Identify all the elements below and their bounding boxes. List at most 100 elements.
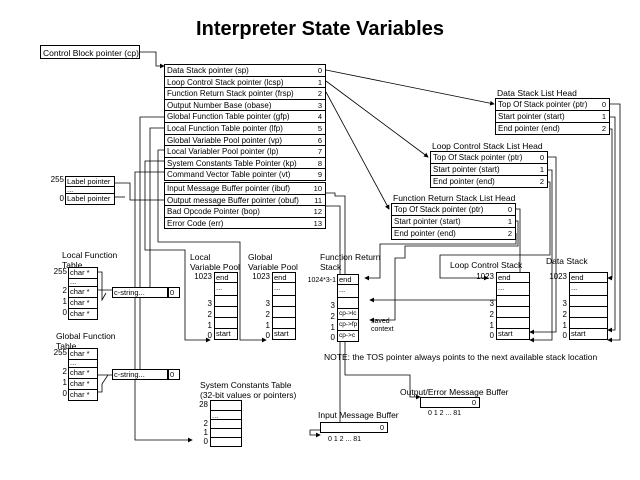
control-block-label: System Constants Table Pointer (kp) [167, 158, 297, 168]
control-block-label: Error Code (err) [167, 218, 224, 228]
data_stack-index: 2 [562, 310, 567, 319]
data_stack-index: 1023 [549, 272, 567, 281]
control-block-index: 5 [317, 124, 322, 133]
input-buffer-title: Input Message Buffer [318, 410, 399, 420]
func_stack_head-index: 0 [507, 205, 512, 214]
global_function_table-index: 255 [53, 348, 67, 357]
loop_stack_head-row: End pointer (end) 2 [430, 175, 548, 188]
data_stack-bottom: start [569, 328, 608, 340]
control-block-label: Input Message Buffer pointer (ibuf) [167, 184, 291, 193]
loop_stack_head-index: 2 [539, 177, 544, 186]
global_function_table-index: 1 [62, 378, 67, 387]
system_constants-cell [210, 437, 242, 447]
control-block-index: 9 [317, 170, 322, 180]
function_return_stack-top-index: 1024*3-1 [307, 277, 336, 284]
loop-stack-head-title: Loop Control Stack List Head [432, 141, 543, 151]
loop_stack_head-label: Top Of Stack pointer (ptr) [433, 153, 523, 162]
control-block-label: Command Vector Table pointer (vt) [167, 170, 291, 180]
loop_control_stack-bottom: start [496, 328, 530, 340]
data_stack_head-row: End pointer (end)2 [495, 122, 610, 135]
global-function-table-title: Global Function Table [56, 331, 116, 351]
control-block-label: Global Variable Pool pointer (vp) [167, 135, 283, 145]
global_variable_pool-index: 0 [265, 331, 270, 340]
data-stack-title: Data Stack [546, 256, 588, 266]
control-block-pointer: Control Block pointer (cp) [40, 45, 140, 59]
tos-note: NOTE: the TOS pointer always points to t… [324, 352, 598, 362]
control-block-index: 6 [317, 135, 322, 145]
control-block-label: Global Function Table pointer (gfp) [167, 112, 290, 122]
loop_stack_head-index: 0 [539, 153, 544, 162]
local-variable-pool-title: Local Variable Pool [190, 252, 240, 272]
control-block-index: 2 [317, 89, 322, 99]
control-block-index: 4 [317, 112, 322, 122]
label-table-bottom: Label pointer [65, 193, 115, 205]
control-block-label: Local Function Table pointer (lfp) [167, 124, 283, 133]
global_variable_pool-index: 1 [265, 321, 270, 330]
func_stack_head-row: End pointer (end)2 [391, 227, 516, 240]
function_return_stack-index: 2 [330, 312, 335, 321]
func_stack_head-label: End pointer (end) [394, 229, 456, 238]
local-cstring: c-string... [112, 287, 168, 298]
func_stack_head-index: 1 [507, 217, 512, 226]
control-block-index: 1 [317, 77, 322, 87]
data_stack-dots: ... [569, 282, 608, 296]
output-buffer-indices: 0 1 2 ... 81 [428, 410, 462, 417]
data_stack_head-label: Start pointer (start) [498, 112, 565, 121]
local_variable_pool-index: 1023 [194, 272, 212, 281]
local-function-table-title: Local Function Table [62, 250, 118, 270]
local_function_table-index: 255 [53, 267, 67, 276]
local_variable_pool-index: 0 [207, 331, 212, 340]
loop_stack_head-label: End pointer (end) [433, 177, 495, 186]
loop_control_stack-index: 2 [489, 310, 494, 319]
system_constants-index: 0 [203, 437, 208, 446]
data-stack-head-title: Data Stack List Head [497, 88, 577, 98]
function_return_stack-context-cell: cp->c [337, 330, 359, 342]
loop-control-stack-title: Loop Control Stack [450, 260, 523, 270]
global_function_table-index: 2 [62, 367, 67, 376]
control-block-label: Local Variabler Pool pointer (lp) [167, 147, 279, 157]
global_variable_pool-index: 1023 [252, 272, 270, 281]
local_function_table-index: 1 [62, 297, 67, 306]
control-block-label: Output Number Base (obase) [167, 100, 272, 110]
control-block-label: Output message Buffer pointer (obuf) [167, 195, 299, 205]
function_return_stack-dots: ... [337, 284, 359, 298]
function_return_stack-index: 0 [330, 333, 335, 342]
loop_control_stack-index: 3 [489, 299, 494, 308]
system-constants-title: System Constants Table (32-bit values or… [200, 380, 297, 400]
control-block-index: 12 [313, 207, 322, 217]
data_stack_head-index: 1 [601, 112, 606, 121]
global-variable-pool-title: Global Variable Pool [248, 252, 298, 272]
global_function_table-entry: char * [68, 389, 98, 401]
function_return_stack-index: 3 [330, 301, 335, 310]
control-block-label: Function Return Stack pointer (frsp) [167, 89, 294, 99]
global_function_table-index: 0 [62, 389, 67, 398]
control-block-index: 13 [313, 218, 322, 228]
input-buffer: 0 [320, 422, 388, 433]
loop_control_stack-index: 0 [489, 331, 494, 340]
data_stack-index: 0 [562, 331, 567, 340]
global-cstring: c-string... [112, 369, 168, 380]
page-title: Interpreter State Variables [196, 18, 444, 40]
func_stack_head-label: Start pointer (start) [394, 217, 461, 226]
loop_stack_head-index: 1 [539, 165, 544, 174]
data_stack_head-index: 0 [601, 100, 606, 109]
saved-context-label: saved context [371, 318, 394, 333]
global-cstring-end: 0 [168, 369, 180, 380]
local_function_table-index: 0 [62, 308, 67, 317]
local_variable_pool-index: 2 [207, 310, 212, 319]
control-block-row: Error Code (err) 13 [164, 216, 326, 230]
local_variable_pool-index: 3 [207, 299, 212, 308]
output-buffer: 0 [420, 397, 480, 408]
system_constants-index: 2 [203, 419, 208, 428]
local_variable_pool-bottom: start [214, 328, 238, 340]
global_variable_pool-index: 3 [265, 299, 270, 308]
